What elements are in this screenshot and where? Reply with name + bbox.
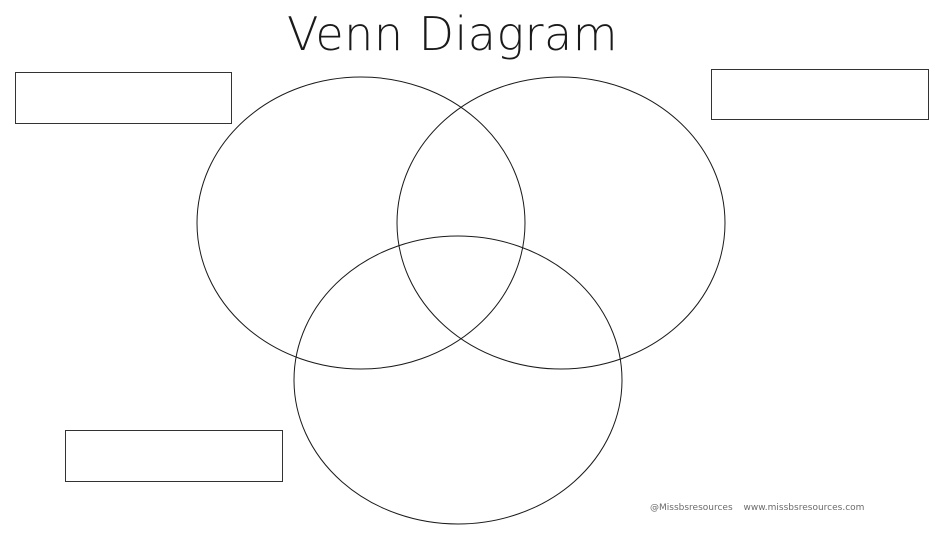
label-box-top-left[interactable]	[15, 72, 232, 124]
diagram-title: Venn Diagram	[286, 7, 619, 61]
circle-left	[196, 76, 526, 370]
label-box-top-right[interactable]	[711, 69, 929, 120]
circle-right	[396, 76, 726, 370]
label-box-bottom[interactable]	[65, 430, 283, 482]
circle-bottom	[293, 235, 623, 525]
footer-credit: @Missbsresources www.missbsresources.com	[650, 503, 864, 513]
footer-handle: @Missbsresources	[650, 503, 733, 513]
footer-website: www.missbsresources.com	[743, 503, 865, 513]
